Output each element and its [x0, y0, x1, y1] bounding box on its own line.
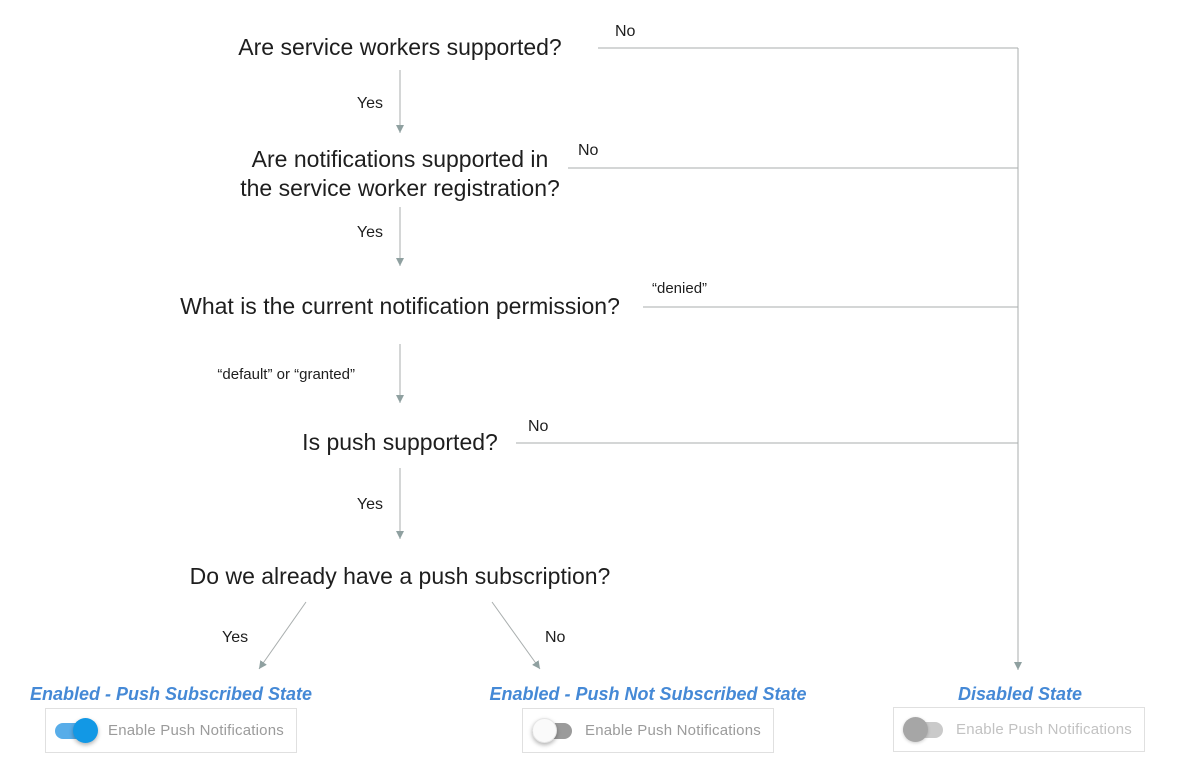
- card-enabled-subscribed: Enable Push Notifications: [45, 708, 297, 753]
- toggle-thumb: [532, 717, 557, 743]
- state-title-enabled-not-subscribed: Enabled - Push Not Subscribed State: [489, 684, 807, 704]
- question-service-workers: Are service workers supported?: [238, 34, 562, 60]
- toggle-label: Enable Push Notifications: [585, 722, 761, 739]
- edge-q5-no-line: [491, 601, 541, 670]
- push-toggle-off[interactable]: [532, 717, 575, 744]
- toggle-label: Enable Push Notifications: [956, 721, 1132, 738]
- state-title-enabled-subscribed: Enabled - Push Subscribed State: [29, 684, 313, 704]
- question-notification-permission: What is the current notification permiss…: [180, 293, 620, 319]
- edge-label-q2-no: No: [578, 142, 599, 159]
- question-push-supported: Is push supported?: [302, 429, 498, 455]
- question-push-subscription: Do we already have a push subscription?: [189, 563, 611, 589]
- edge-label-q4-yes: Yes: [356, 496, 383, 513]
- edge-label-q3-default-granted: “default” or “granted”: [217, 366, 355, 383]
- edge-label-q4-no: No: [528, 418, 549, 435]
- toggle-label: Enable Push Notifications: [108, 722, 284, 739]
- edge-label-q1-yes: Yes: [356, 95, 383, 112]
- state-title-disabled: Disabled State: [957, 684, 1083, 704]
- card-enabled-not-subscribed: Enable Push Notifications: [522, 708, 774, 753]
- edge-label-q3-denied: “denied”: [652, 280, 708, 297]
- edge-label-q1-no: No: [615, 23, 636, 40]
- edge-label-q2-yes: Yes: [356, 224, 383, 241]
- card-disabled: Enable Push Notifications: [893, 707, 1145, 752]
- push-toggle-disabled: [903, 716, 946, 743]
- push-toggle-on[interactable]: [55, 717, 98, 744]
- toggle-thumb: [73, 717, 98, 743]
- edge-q5-yes-line: [258, 601, 307, 670]
- edge-label-q5-yes: Yes: [222, 629, 249, 646]
- edge-label-q5-no: No: [545, 629, 566, 646]
- question-notifications-support: Are notifications supported in the servi…: [240, 146, 560, 201]
- toggle-thumb: [903, 716, 928, 742]
